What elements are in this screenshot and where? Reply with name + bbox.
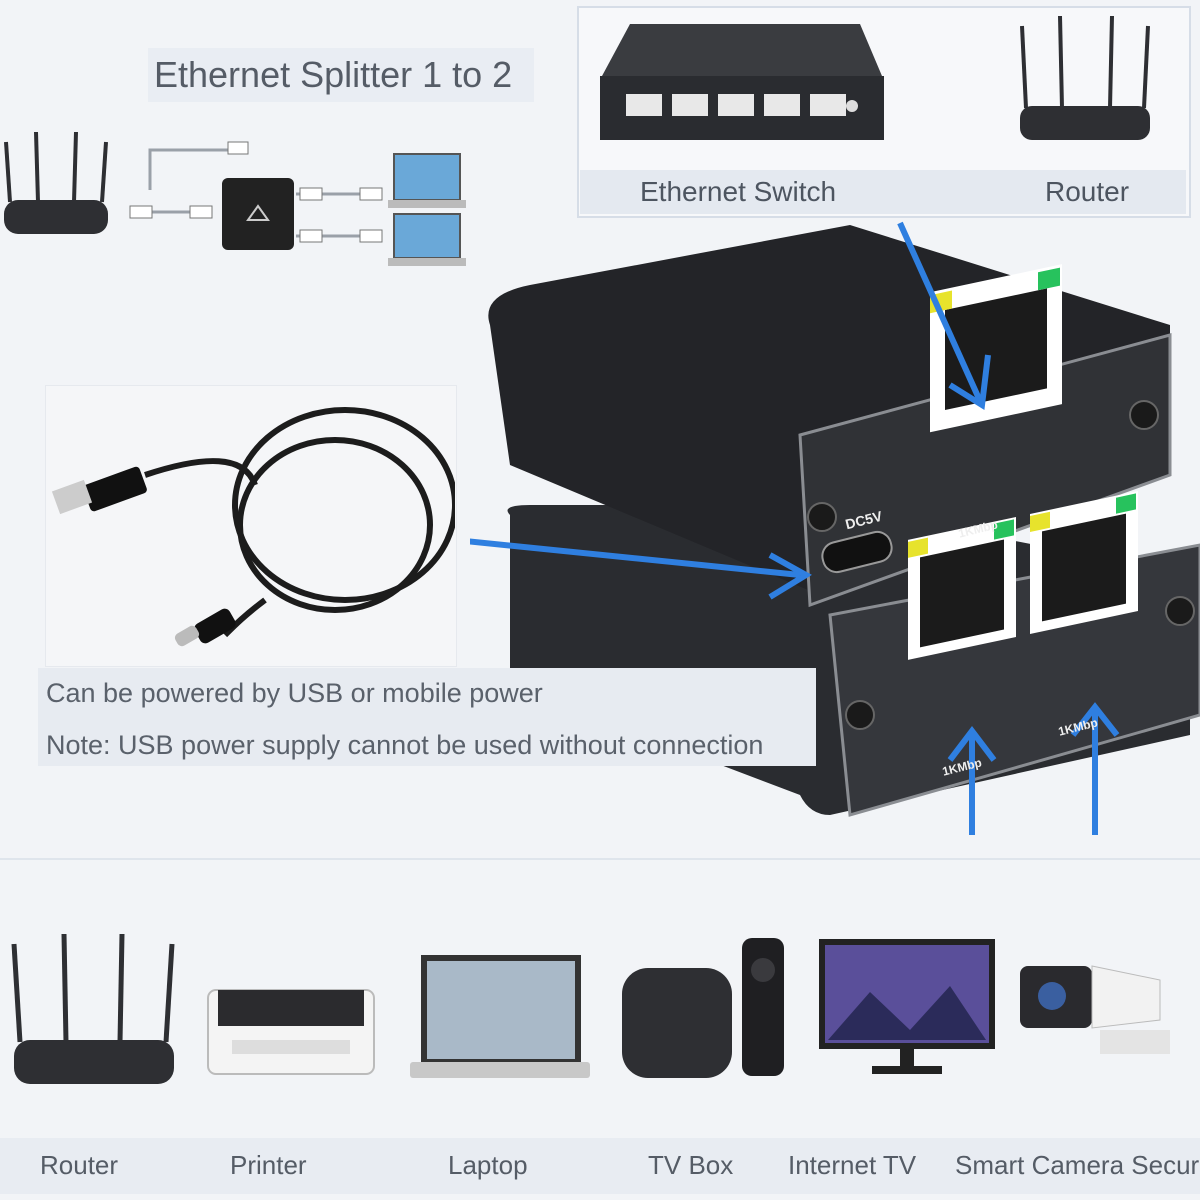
page-title: Ethernet Splitter 1 to 2 (148, 48, 534, 102)
device-label-internet-tv: Internet TV (788, 1150, 917, 1180)
switch-label: Ethernet Switch (640, 176, 837, 207)
device-label-security-camera: Smart Camera Securit (955, 1150, 1200, 1180)
rj45-port-left (908, 516, 1016, 660)
security-camera-icon (1020, 965, 1170, 1054)
power-note-panel (38, 668, 816, 766)
printer-icon (207, 989, 375, 1075)
laptop-icon (410, 955, 590, 1078)
usb-cable-panel (45, 385, 457, 667)
internet-tv-icon (819, 939, 995, 1074)
tv-box-icon (622, 938, 784, 1078)
router-icon (4, 131, 108, 234)
splitter-mini-icon (222, 178, 294, 250)
device-label-laptop: Laptop (448, 1150, 528, 1180)
device-label-router: Router (40, 1150, 119, 1180)
switch-router-illustration (600, 16, 1150, 140)
bottom-device-icons (11, 933, 1170, 1084)
note-line-2: Note: USB power supply cannot be used wi… (46, 730, 764, 760)
rj45-port-top (930, 264, 1062, 433)
device-label-strip (0, 1138, 1200, 1194)
router-icon (11, 933, 175, 1084)
rj45-port-right (1030, 491, 1138, 634)
router-icon (1020, 16, 1150, 140)
device-label-tv-box: TV Box (648, 1150, 734, 1180)
note-line-1: Can be powered by USB or mobile power (46, 678, 543, 708)
usb-c-port (821, 530, 893, 574)
section-divider (0, 858, 1200, 860)
usb-cable-icon (51, 407, 455, 647)
router-label: Router (1045, 176, 1130, 207)
ethernet-switch-icon (600, 24, 884, 140)
splitter-diagram (4, 131, 466, 266)
laptop-mini-icon-2 (388, 213, 466, 266)
device-label-printer: Printer (230, 1150, 307, 1180)
connection-arrows (470, 221, 1120, 835)
laptop-mini-icon (388, 153, 466, 208)
